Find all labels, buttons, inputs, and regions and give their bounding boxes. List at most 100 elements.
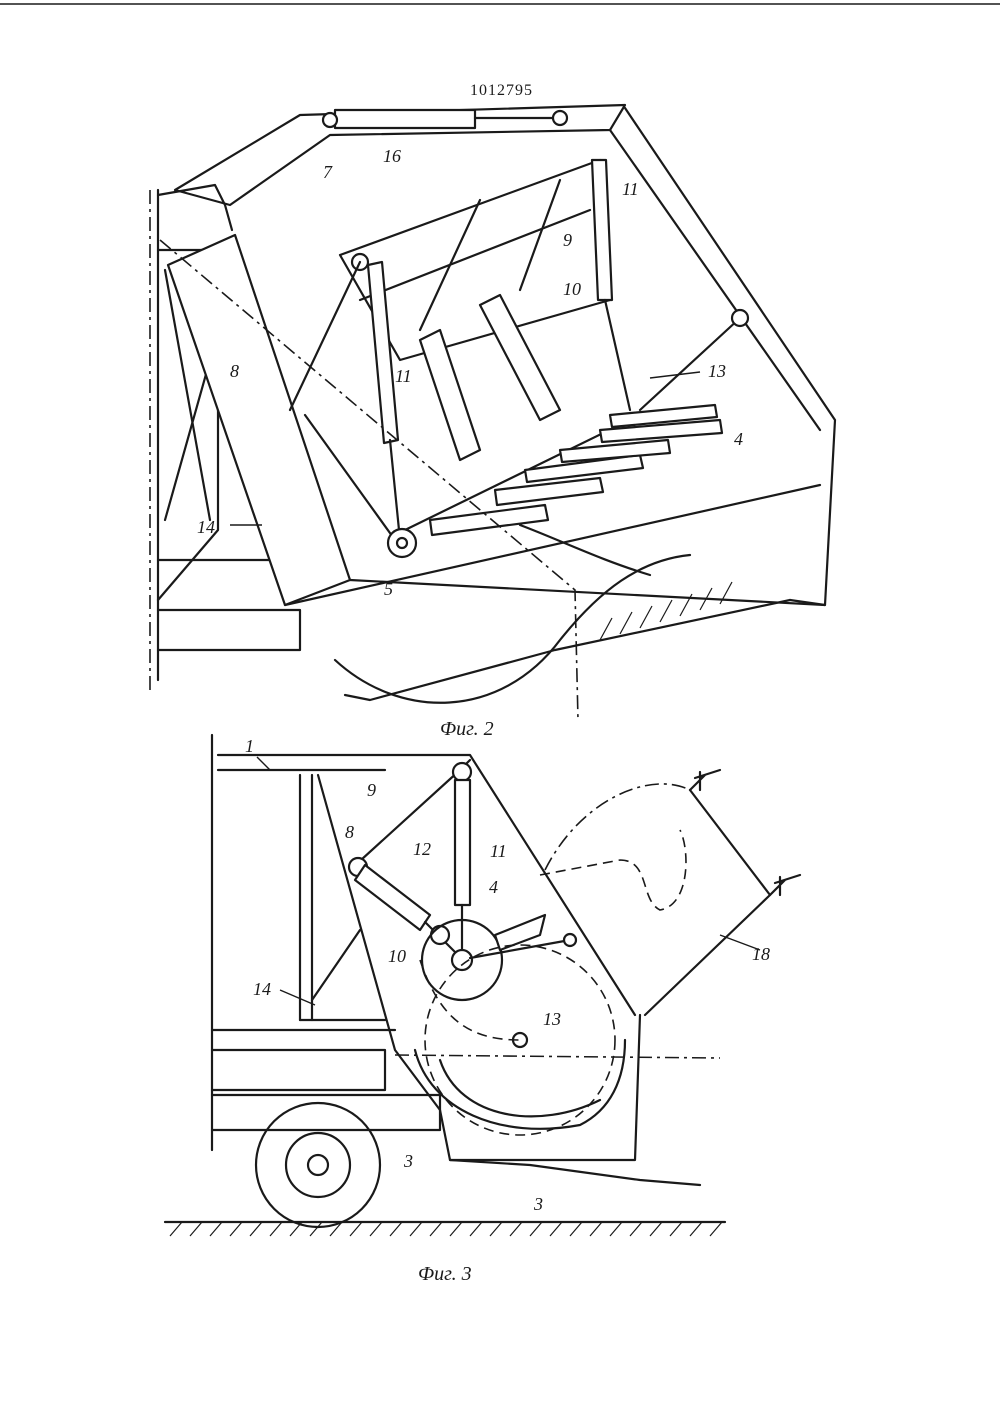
fig3-leader-18 <box>719 934 761 951</box>
fig3-rotor-path <box>424 944 616 1136</box>
fig3-label-13: 13 <box>543 1009 561 1029</box>
fig2-label-10: 10 <box>563 279 581 299</box>
fig3-bucket-inner-curve <box>438 1058 602 1118</box>
fig3-bucket-side <box>316 773 642 1162</box>
fig3-truss-brace <box>310 928 362 1002</box>
fig3-label-11: 11 <box>490 841 507 861</box>
fig2-label-16: 16 <box>383 146 401 166</box>
fig2-pivot-16b <box>551 109 569 127</box>
fig2-top-left-beam <box>156 183 234 232</box>
fig3-label-3a: 3 <box>403 1151 413 1171</box>
fig2-center-axis <box>159 239 579 721</box>
fig3-label-9: 9 <box>367 780 376 800</box>
fig3-rotor-4 <box>420 918 504 1002</box>
fig2-frame-9-diagonal-2 <box>518 178 562 292</box>
fig3-rotor-finger <box>493 913 547 952</box>
fig2-cylinder-10 <box>478 293 562 422</box>
fig2-right-panel-inner <box>608 128 822 432</box>
fig3-label-4: 4 <box>489 877 498 897</box>
fig2-label-7: 7 <box>323 162 333 182</box>
fig2-finger-5 <box>598 418 724 444</box>
fig2-finger-2 <box>493 476 605 507</box>
fig2-label-11b: 11 <box>395 366 412 386</box>
fig3-wheel-tire <box>254 1101 382 1229</box>
fig2-frame-9-diagonal <box>418 198 482 332</box>
fig3-caption: Фиг. 3 <box>418 1263 472 1285</box>
fig3-pivot-top <box>451 761 473 783</box>
fig3-bucket-lip-3 <box>448 1158 702 1187</box>
fig3-swing-frame-18 <box>643 788 772 1017</box>
fig2-bucket-bottom-rim <box>348 578 827 607</box>
fig2-leader-13 <box>649 371 701 379</box>
fig3-chassis <box>210 1048 387 1092</box>
fig2-cylinder-11-right-rod <box>603 298 632 412</box>
fig2-bucket-curve <box>333 553 692 704</box>
fig3-swing-bracket-top <box>688 768 722 792</box>
fig2-cylinder-11-left-rod <box>388 438 402 542</box>
fig2-frame-9-bar <box>358 208 592 302</box>
fig3-leader-14 <box>279 989 316 1006</box>
fig2-bucket-underside <box>343 598 792 702</box>
fig2-finger-6 <box>608 403 719 429</box>
fig3-wheel-rim <box>284 1131 352 1199</box>
fig2-rotor-hub-center <box>395 536 409 550</box>
fig3-label-14: 14 <box>253 979 271 999</box>
fig3-bucket-curve <box>413 1038 627 1130</box>
fig2-finger-3 <box>523 453 645 484</box>
fig2-right-side-panel <box>623 106 837 607</box>
fig2-arm-lower <box>303 413 397 542</box>
fig2-cylinder-16 <box>333 108 477 130</box>
fig3-swing-bracket-bottom <box>768 873 802 897</box>
figure-3-side-view: 1 9 8 12 11 4 10 13 14 18 3 3 Фиг. 3 <box>163 733 802 1285</box>
fig2-label-14: 14 <box>197 517 215 537</box>
fig2-label-8: 8 <box>230 361 239 381</box>
fig2-label-9: 9 <box>563 230 572 250</box>
fig2-finger-4 <box>558 438 672 464</box>
document-number: 1012795 <box>470 82 533 99</box>
fig2-left-side-board <box>166 233 352 607</box>
fig2-cylinder-11-left <box>366 260 400 445</box>
fig2-cylinder-10b <box>418 328 482 462</box>
fig3-pivot-10 <box>429 924 451 946</box>
fig3-wheel-hub <box>306 1153 330 1177</box>
fig2-label-13: 13 <box>708 361 726 381</box>
fig3-rotor-trajectory <box>419 959 521 1041</box>
fig3-label-3b: 3 <box>533 1194 543 1214</box>
fig2-truss-diagonal-1 <box>163 268 212 522</box>
fig2-chassis-beam <box>156 608 302 652</box>
fig3-ground-hatching <box>169 1221 723 1237</box>
fig3-chassis-2 <box>210 1093 442 1132</box>
fig2-arm-8 <box>288 260 362 412</box>
fig2-truss-diagonal-2 <box>163 358 212 522</box>
fig3-swing-bucket <box>539 829 687 911</box>
fig3-label-18: 18 <box>752 944 770 964</box>
figure-2-perspective-view: 16 7 11 9 10 8 11 13 4 14 5 Фиг. 2 <box>149 103 837 740</box>
fig2-pivot-16a <box>321 111 339 129</box>
fig3-label-8: 8 <box>345 822 354 842</box>
fig3-body-top <box>216 753 637 1017</box>
fig2-label-11a: 11 <box>622 179 639 199</box>
fig2-cylinder-11-right <box>590 158 614 302</box>
fig3-label-1: 1 <box>245 736 254 756</box>
fig2-finger-1 <box>428 503 550 537</box>
fig2-label-5: 5 <box>384 579 393 599</box>
fig3-horizontal-axis <box>394 1054 721 1059</box>
fig2-rotor-hub-5 <box>386 527 418 559</box>
fig3-label-12: 12 <box>413 839 431 859</box>
fig3-cylinder-11 <box>453 778 472 907</box>
fig3-swing-arc <box>544 783 691 871</box>
fig3-rod-13 <box>468 938 572 960</box>
fig2-rod-13 <box>638 316 742 412</box>
fig2-caption: Фиг. 2 <box>440 718 494 740</box>
fig2-bucket-front-edge <box>283 483 822 607</box>
fig2-bucket-hatching <box>599 581 733 641</box>
fig3-rotor-hub <box>450 948 474 972</box>
fig3-frame-9 <box>348 758 472 872</box>
fig3-cylinder-12 <box>353 863 432 932</box>
fig2-rod-13-pivot <box>730 308 750 328</box>
fig2-bucket-inner-curve <box>518 523 652 577</box>
fig3-label-10: 10 <box>388 946 406 966</box>
fig3-rod-13-end <box>562 932 578 948</box>
